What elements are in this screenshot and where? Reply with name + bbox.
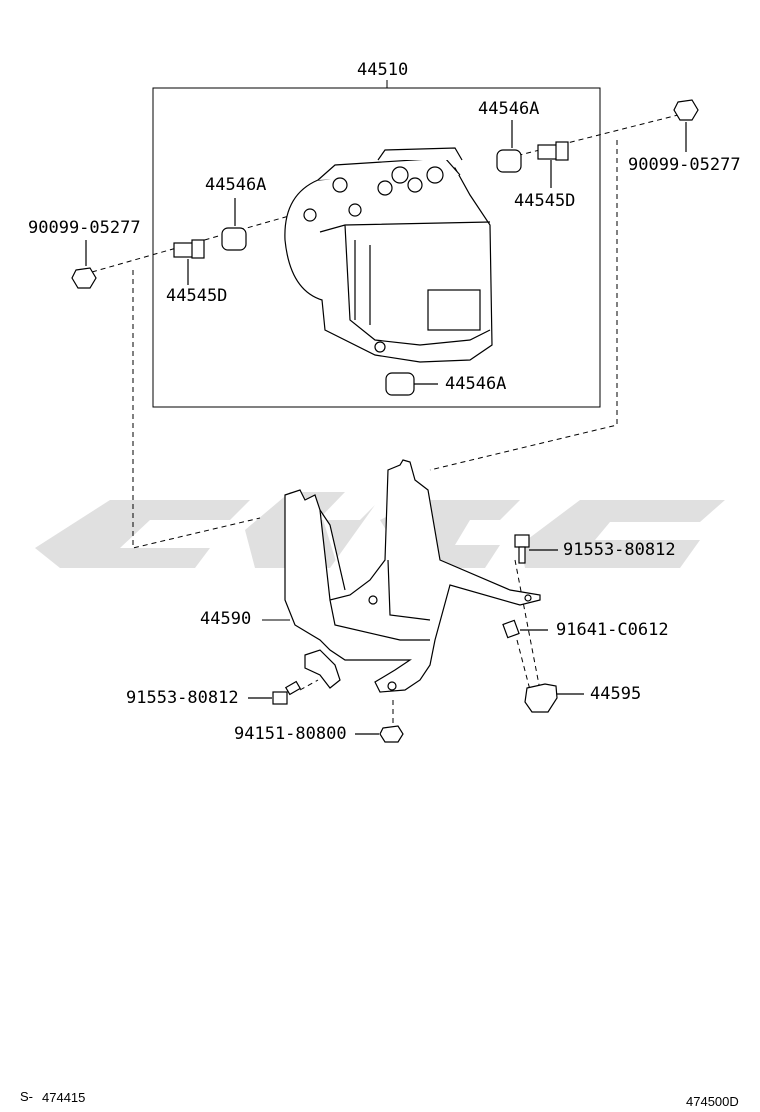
label-44595: 44595 bbox=[590, 684, 642, 704]
label-44546a-left: 44546A bbox=[205, 175, 267, 195]
footer-left-code: 474415 bbox=[42, 1090, 86, 1105]
label-44546a-bottom: 44546A bbox=[445, 374, 507, 394]
footer-left-prefix: S- bbox=[20, 1089, 33, 1104]
label-94151: 94151-80800 bbox=[234, 724, 347, 744]
union-44545d-left bbox=[173, 239, 205, 285]
nut-94151 bbox=[355, 725, 404, 743]
label-90099-left: 90099-05277 bbox=[28, 218, 141, 238]
bracket-44590 bbox=[284, 459, 541, 693]
label-44590: 44590 bbox=[200, 609, 252, 629]
dashed-guides bbox=[91, 112, 687, 725]
nut-90099-left bbox=[71, 240, 97, 289]
cap-44546a-top bbox=[496, 120, 522, 173]
abs-actuator bbox=[284, 147, 493, 363]
screw-91641 bbox=[502, 619, 548, 639]
cap-44546a-left bbox=[221, 198, 247, 251]
label-91641: 91641-C0612 bbox=[556, 620, 669, 640]
bolt-91553-left bbox=[248, 680, 302, 705]
label-91553-left: 91553-80812 bbox=[126, 688, 239, 708]
label-44546a-top: 44546A bbox=[478, 99, 540, 119]
assembly-frame bbox=[152, 87, 601, 408]
bolt-91553-right bbox=[514, 534, 558, 564]
nut-90099-right bbox=[673, 99, 699, 152]
label-91553-right: 91553-80812 bbox=[563, 540, 676, 560]
label-44545d-left: 44545D bbox=[166, 286, 228, 306]
cap-44546a-bottom bbox=[385, 372, 438, 396]
union-44545d-right bbox=[537, 141, 569, 188]
label-44510: 44510 bbox=[357, 60, 409, 80]
label-90099-right: 90099-05277 bbox=[628, 155, 741, 175]
label-44545d-right: 44545D bbox=[514, 191, 576, 211]
clamp-44595 bbox=[524, 683, 584, 713]
footer-right-code: 474500D bbox=[686, 1094, 739, 1109]
